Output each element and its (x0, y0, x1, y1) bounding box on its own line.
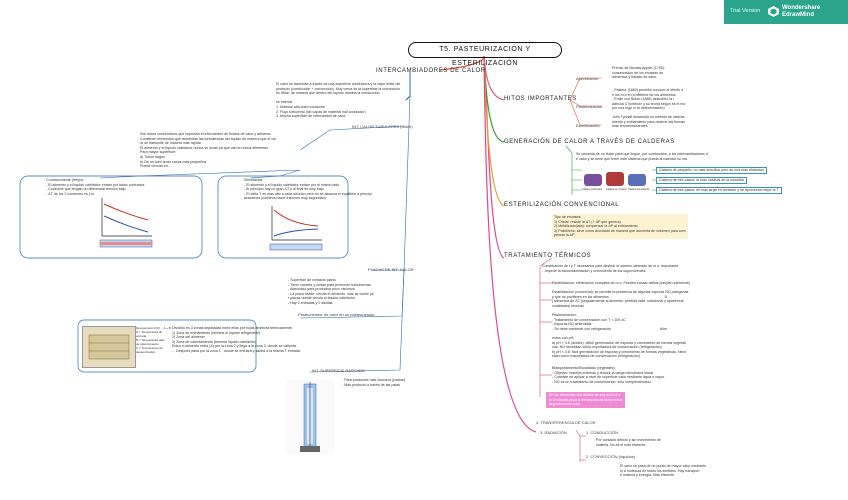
tratamiento-item-2[interactable]: Pasteurización: - Tratamiento de conserv… (552, 313, 687, 359)
label-placas[interactable]: PLACAS DE INT. CALOR (368, 267, 414, 272)
trial-banner[interactable]: Trial Version Wondershare EdrawMind (724, 0, 848, 24)
trans-text-0: Por contacto directo y sin movimiento de… (596, 438, 661, 447)
tratamiento-item-3[interactable]: Blanqueamiento/Escaldado (vegetales): - … (552, 366, 665, 384)
label-radiacion[interactable]: 3. RADIACIÓN (540, 430, 567, 435)
label-rascada[interactable]: INT. SUPERFICIE RASCADA (312, 368, 365, 373)
edrawmind-logo-icon (768, 6, 779, 17)
calderas-desc: Se necesita de un fluido para que llegue… (576, 152, 708, 161)
contracorriente-text: Contracorriente (mejor): - El alimento y… (46, 178, 145, 196)
central-topic[interactable]: T5. PASTEURIZACIÓN Y ESTERILIZACIÓN (408, 42, 562, 67)
pasteurizador-diagram (82, 326, 136, 368)
tubulares-desc: Son tubos concéntricos que impulsan el i… (140, 132, 276, 169)
topic-calderas[interactable]: GENERACIÓN DE CALOR A TRAVÉS DE CALDERAS (504, 139, 675, 145)
pasteur-legend: Recuperación [%] ... A + B A = Temperatu… (136, 326, 171, 354)
esterilizacion-desc: Tipo de envases: 1) Cristal: resiste la … (552, 214, 688, 239)
topic-tratamiento[interactable]: TRATAMIENTO TÉRMICOS (504, 253, 592, 259)
hito-label-1[interactable]: Pasteurización (576, 104, 603, 109)
brand-line-2: EdrawMind (782, 12, 815, 18)
label-tubulares[interactable]: INT. CALOR TUBULARES (doble) (352, 124, 413, 129)
trans-label-1[interactable]: 2. CONVECCIÓN (líquidos) (586, 454, 636, 459)
hito-text-2: John Tyndall desarrolla un método de cal… (612, 115, 686, 129)
rascada-desc: - Para productos más viscosos (pastas) -… (342, 378, 406, 387)
hito-text-0: Premio de Nicolas Appert (1795): conserv… (612, 66, 665, 80)
rascada-diagram (286, 380, 334, 454)
simultanea-graph (269, 206, 323, 251)
topic-esterilizacion[interactable]: ESTERILIZACIÓN CONVENCIONAL (504, 202, 620, 208)
topic-transferencia[interactable]: 4. TRANSFERENCIA DE CALOR (536, 420, 596, 425)
placas-desc: - Superficie de contacto plana - Tiene c… (288, 278, 374, 305)
topic-hitos[interactable]: HITOS IMPORTANTES (504, 96, 577, 102)
tratamiento-pink-note[interactable]: En los alimentos con acidez de soy activ… (546, 392, 626, 408)
pasteurizador-desc: Dividido en 3 zonas separadas entre ella… (172, 326, 301, 353)
caldera-img-0: Caldera pirotubular (582, 188, 603, 191)
contracorriente-graph (99, 198, 153, 248)
simultanea-text: Simultánea: - El alimento y el líquido c… (244, 178, 372, 201)
trans-label-0[interactable]: 1. CONDUCCIÓN (586, 430, 619, 435)
intercambiadores-intro: El calor se transmite a través de una su… (276, 82, 401, 119)
tratamiento-item-1[interactable]: Estabilización (comercial): se permite l… (552, 290, 689, 308)
caldera-item-2[interactable]: Caldera de tres pasos: es más larga en c… (656, 187, 782, 194)
topic-intercambiadores[interactable]: INTERCAMBIADORES DE CALOR (376, 68, 486, 74)
caldera-item-0[interactable]: Caldera de pequeño: no más sencillos per… (656, 167, 768, 174)
label-pasteurizador[interactable]: Pasteurizador de calor en un pasteurizad… (298, 312, 375, 317)
hito-label-2[interactable]: Esterilización (576, 123, 600, 128)
hito-label-0[interactable]: Apertización (576, 76, 599, 81)
hito-text-1: - Pasteur (1860) permitió conocer el efe… (612, 88, 686, 111)
trial-label: Trial Version (730, 8, 761, 14)
caldera-item-1[interactable]: Caldera de tres pasos: la más habitual e… (656, 177, 747, 184)
tratamiento-item-0[interactable]: Estabilización: eliminación completa de … (552, 281, 691, 285)
brand-line-1: Wondershare (782, 5, 821, 11)
tratamiento-intro: Combinación de t y T necesarios para des… (542, 264, 679, 273)
caldera-img-2: Caldera acuotubular (628, 188, 650, 191)
calderas-images: Caldera pirotubular Caldera de 3 pasos C… (582, 166, 652, 196)
trans-text-1: El calor se pasa de un punto de mayor ca… (620, 464, 707, 478)
caldera-img-1: Caldera de 3 pasos (606, 188, 627, 191)
